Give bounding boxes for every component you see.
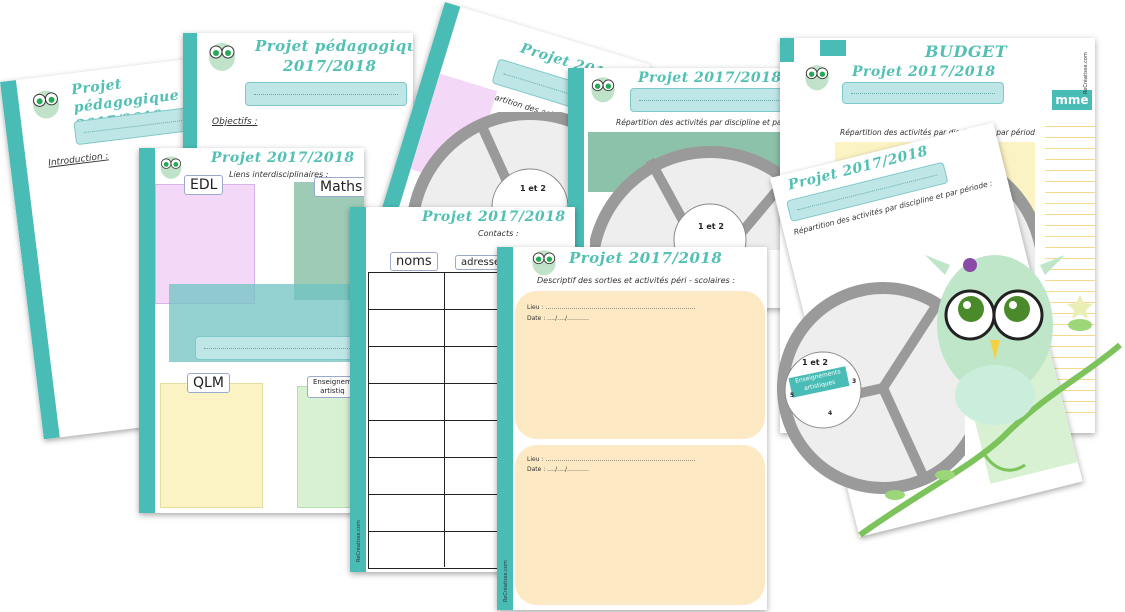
page-subtitle: Contacts : xyxy=(478,229,519,238)
sortie-1-date: Date : …./…./……….. xyxy=(527,315,589,322)
page-subtitle: Descriptif des sorties et activités péri… xyxy=(537,276,735,285)
section-label: Introduction : xyxy=(47,151,110,169)
qlm-label: QLM xyxy=(187,373,230,393)
binding-strip xyxy=(0,80,60,440)
owl-mascot-illustration xyxy=(858,255,1122,538)
owl-logo-icon xyxy=(160,156,182,179)
sortie-2-lieu: Lieu : ………………………………………………………………… xyxy=(527,456,696,463)
owl-logo-icon xyxy=(532,250,556,276)
column-names-label: noms xyxy=(390,252,438,271)
center-input-box xyxy=(195,336,364,360)
contacts-table-divider xyxy=(444,272,445,567)
page-subtitle: Liens interdisciplinaires : xyxy=(229,170,329,179)
wheel-segment-3: 3 xyxy=(852,378,857,385)
binding-strip xyxy=(780,38,794,62)
wheel-center-label: 1 et 2 xyxy=(698,222,724,231)
binding-strip xyxy=(139,148,155,513)
arts-label-line1: Enseignem xyxy=(313,378,352,386)
budget-tab xyxy=(820,40,846,56)
binding-strip xyxy=(497,247,513,610)
wheel-center-label: 1 et 2 xyxy=(520,184,546,193)
wheel-segment-5: 5 xyxy=(790,392,795,399)
section-label: Objectifs : xyxy=(212,117,258,127)
credit-text: ReCréatisse.com xyxy=(503,560,509,602)
page-subtitle: Répartition des activités par discipline… xyxy=(840,128,1035,137)
budget-column-header-text: mme xyxy=(1055,93,1089,107)
credit-text: ReCréatisse.com xyxy=(356,520,362,562)
page-title: Projet 2017/2018 xyxy=(852,64,996,80)
page-subtitle: Répartition des activités par discipline… xyxy=(616,118,821,127)
page-liens-interdisciplinaires: Projet 2017/2018 Liens interdisciplinair… xyxy=(139,148,364,513)
budget-title: BUDGET xyxy=(925,42,1008,61)
qlm-panel xyxy=(160,383,263,508)
period-wheel-2 xyxy=(590,146,833,250)
owl-logo-icon xyxy=(209,43,235,71)
sortie-card-1 xyxy=(515,291,765,439)
sortie-1-lieu: Lieu : ………………………………………………………………… xyxy=(527,304,696,311)
input-box xyxy=(630,88,792,112)
arts-label: Enseignem artistiq xyxy=(307,376,358,398)
page-title: Projet 2017/2018 xyxy=(638,70,782,86)
input-box xyxy=(842,82,1004,104)
sortie-card-2 xyxy=(515,445,765,605)
input-box xyxy=(245,82,407,106)
page-title-year: 2017/2018 xyxy=(283,57,377,75)
maths-label: Maths xyxy=(314,177,364,197)
sortie-2-date: Date : …./…./……….. xyxy=(527,466,589,473)
page-sorties: Projet 2017/2018 Descriptif des sorties … xyxy=(497,247,767,610)
credit-text: ReCréatisse.com xyxy=(1083,52,1089,94)
binding-strip xyxy=(350,207,366,572)
page-title: Projet pédagogique xyxy=(255,37,413,55)
wheel-center-label: 1 et 2 xyxy=(802,358,828,367)
page-title: Projet 2017/2018 xyxy=(211,150,355,166)
owl-logo-icon xyxy=(33,90,60,119)
page-introduction: Projet pédagogique 2017/2018 Introductio… xyxy=(0,58,238,440)
wheel-segment-4: 4 xyxy=(828,410,833,417)
page-title: Projet 2017/2018 xyxy=(569,249,723,267)
arts-label-line2: artistiq xyxy=(320,387,345,395)
budget-column-header: mme xyxy=(1052,90,1092,110)
page-title: Projet 2017/2018 xyxy=(422,209,566,225)
edl-label: EDL xyxy=(184,175,224,195)
owl-logo-icon xyxy=(805,65,829,91)
owl-logo-icon xyxy=(591,77,615,103)
